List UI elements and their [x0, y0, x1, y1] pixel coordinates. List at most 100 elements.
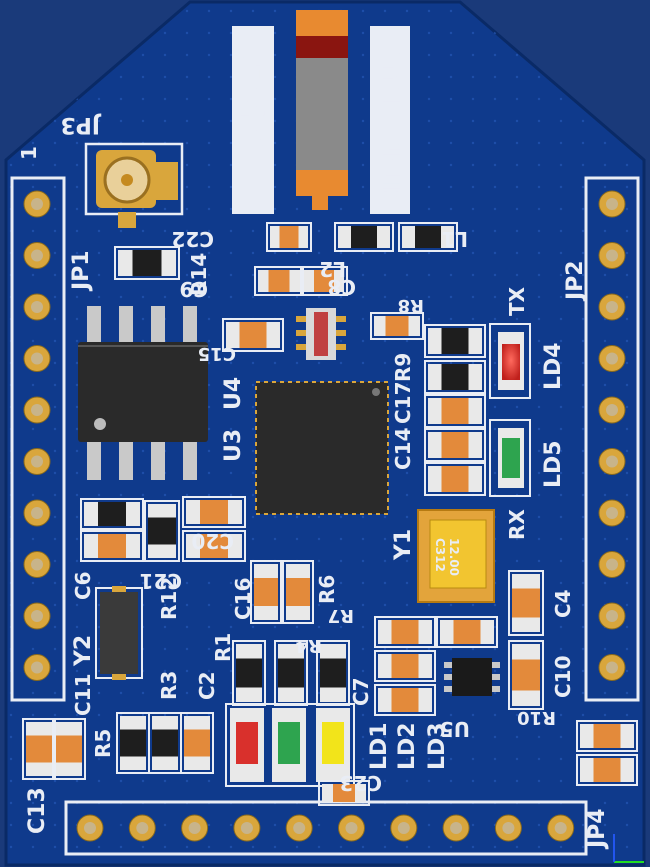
ic-pin — [119, 440, 133, 480]
led-ld4 — [489, 323, 531, 399]
silk-label-ld5: LD5 — [541, 440, 566, 488]
capacitor — [424, 394, 486, 428]
header-pin — [23, 551, 51, 578]
resistor — [80, 498, 144, 530]
silk-label-ld1: LD1 — [367, 722, 392, 770]
silk-label-u3: U3 — [221, 429, 246, 462]
capacitor — [436, 616, 498, 648]
ic-u3 — [255, 381, 389, 515]
silk-label-r7: R7 — [328, 605, 354, 626]
capacitor — [182, 530, 246, 562]
silk-label-c15: C15 — [198, 343, 236, 364]
silk-label-r6: R6 — [315, 575, 339, 604]
ic-pin — [183, 440, 197, 480]
header-pin — [547, 814, 575, 842]
led-ld5 — [489, 419, 531, 497]
capacitor — [80, 530, 144, 562]
board-title-block: n-node24 — [232, 26, 274, 214]
ic-pin — [183, 306, 197, 344]
capacitor — [222, 318, 284, 352]
ic-pin — [87, 306, 101, 344]
capacitor — [370, 312, 424, 340]
capacitor — [318, 780, 370, 806]
silk-label-r3: R3 — [157, 671, 181, 700]
silk-label-u5: U5 — [440, 717, 470, 741]
capacitor — [576, 754, 638, 786]
header-pin — [598, 396, 626, 424]
capacitor — [424, 462, 486, 496]
header-pin — [23, 293, 51, 321]
resistor — [424, 360, 486, 394]
resistor — [232, 640, 266, 706]
resistor — [116, 712, 150, 774]
silk-label-c9: C9 — [179, 277, 208, 301]
header-pin — [181, 814, 209, 842]
led-ld3 — [316, 708, 350, 782]
crystal-y1-line1: 12.00 — [447, 538, 461, 576]
silk-label-c23: C23 — [339, 771, 382, 795]
header-pin — [598, 499, 626, 527]
capacitor — [254, 266, 304, 296]
header-pin — [598, 551, 626, 578]
silk-label-c22: C22 — [171, 227, 214, 251]
header-pin — [23, 602, 51, 630]
silk-label-r1: R1 — [211, 633, 235, 662]
ic-pin — [151, 440, 165, 480]
header-pin — [23, 190, 51, 218]
header-pin — [598, 190, 626, 218]
crystal-y1-line2: C312 — [433, 538, 447, 572]
resistor — [334, 222, 394, 252]
header-pin — [598, 293, 626, 321]
capacitor — [250, 560, 282, 624]
header-pin — [598, 345, 626, 372]
silk-label-y1: Y1 — [391, 529, 416, 561]
header-jp1 — [10, 176, 66, 702]
header-pin — [598, 448, 626, 475]
silk-label-c11: C11 — [71, 673, 95, 716]
header-pin — [128, 814, 156, 842]
resistor — [144, 500, 180, 562]
silk-label-c8: C8 — [327, 275, 356, 299]
capacitor — [182, 496, 246, 528]
header-pin — [442, 814, 470, 842]
header-pin — [598, 602, 626, 630]
capacitor — [508, 640, 544, 710]
silk-label-r4: R4 — [296, 635, 322, 656]
silk-label-jp3: JP3 — [60, 112, 102, 137]
silk-label-y2: Y2 — [71, 635, 96, 667]
silk-label-rx: RX — [505, 509, 529, 540]
crystal-y1: 12.00 C312 — [417, 509, 495, 603]
ic-pin — [119, 306, 133, 344]
silk-label-r8: R8 — [398, 295, 424, 316]
header-jp4 — [64, 800, 588, 856]
resistor — [398, 222, 458, 252]
header-pin — [338, 814, 365, 842]
silk-label-c7: C7 — [349, 677, 373, 706]
header-pin — [23, 345, 51, 372]
capacitor — [300, 266, 348, 296]
capacitor — [374, 616, 436, 648]
header-pin — [598, 654, 626, 681]
top-antenna-component — [296, 10, 348, 210]
led-ld2 — [272, 708, 306, 782]
silk-label-c10: C10 — [551, 655, 575, 698]
resistor — [148, 712, 182, 774]
silk-label-c6: C6 — [71, 571, 95, 600]
header-pin — [76, 814, 104, 842]
capacitor — [52, 718, 86, 780]
header-pin — [23, 654, 51, 681]
header-pin — [23, 448, 51, 475]
silk-label-c17: C17 — [391, 381, 415, 424]
silk-label-r9: R9 — [391, 353, 415, 382]
board-subtitle: CIT/NIMBUS — [378, 48, 406, 208]
silk-label-l2: L2 — [319, 257, 346, 281]
silk-label-u4: U4 — [221, 377, 246, 410]
resistor — [316, 640, 350, 706]
silk-label-c14: C14 — [391, 427, 415, 470]
silk-label-c13: C13 — [25, 787, 50, 834]
silk-label-r10: R10 — [517, 707, 556, 728]
header-pin — [23, 242, 51, 269]
capacitor — [374, 684, 436, 716]
board-title: n-node24 — [237, 46, 272, 205]
